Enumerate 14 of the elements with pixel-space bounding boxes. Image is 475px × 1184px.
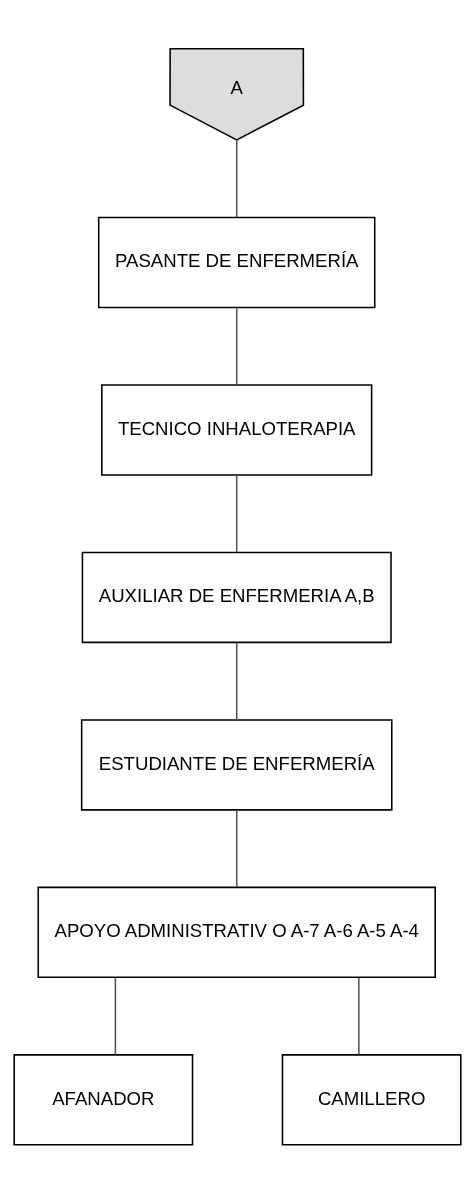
node-box: AFANADOR (13, 1054, 194, 1146)
node-box: PASANTE DE ENFERMERÍA (97, 216, 376, 309)
connector (235, 139, 238, 218)
node-box: ESTUDIANTE DE ENFERMERÍA (80, 719, 393, 811)
node-box: TECNICO INHALOTERAPIA (101, 384, 373, 476)
connector (235, 474, 238, 553)
node-box: APOYO ADMINISTRATIV O A-7 A-6 A-5 A-4 (37, 886, 436, 979)
node-box: CAMILLERO (281, 1054, 462, 1146)
connector (358, 976, 360, 1056)
connector (235, 307, 238, 386)
connector (114, 976, 117, 1056)
connector (235, 641, 238, 721)
connector (235, 809, 238, 888)
node-box: AUXILIAR DE ENFERMERIA A,B (81, 551, 392, 644)
